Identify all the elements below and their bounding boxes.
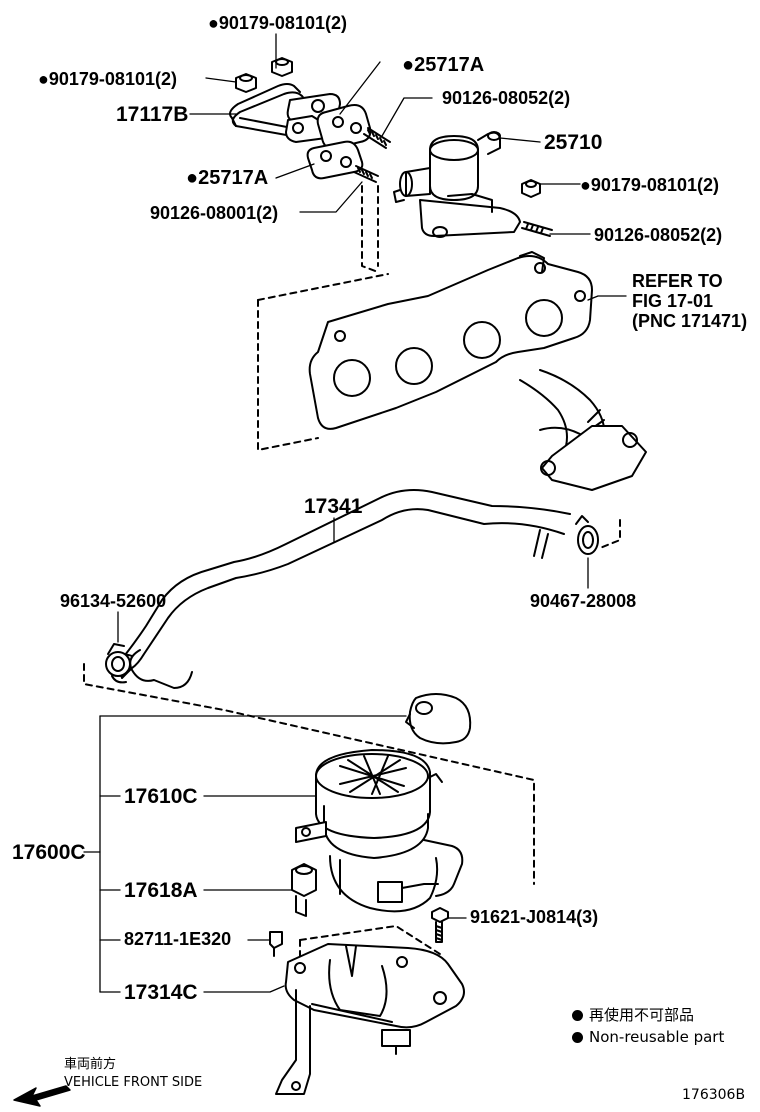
bolt-91621-j0814 [432, 908, 448, 942]
part-label-17117b: 17117B [116, 104, 188, 125]
air-switching-valve-25710 [394, 132, 520, 237]
part-label-17314c: 17314C [124, 982, 198, 1003]
front-label-en: VEHICLE FRONT SIDE [64, 1076, 202, 1089]
bracket-17314c [276, 944, 464, 1094]
front-arrow [14, 1086, 70, 1106]
legend-dot-icon [572, 1010, 583, 1021]
legend-en-text: Non-reusable part [589, 1028, 724, 1046]
part-label-90179-08101-left: ●90179-08101(2) [38, 70, 177, 88]
part-label-96134-52600: 96134-52600 [60, 592, 166, 610]
plug-17618a [292, 864, 316, 916]
part-label-90467-28008: 90467-28008 [530, 592, 636, 610]
front-label-jp: 車両前方 [64, 1058, 116, 1071]
part-label-82711-1e320: 82711-1E320 [124, 930, 231, 948]
part-label-25717a-upper: ●25717A [402, 55, 484, 75]
stud-90126-08052-lower [522, 222, 552, 236]
part-label-25710: 25710 [544, 132, 602, 153]
part-label-17610c: 17610C [124, 786, 198, 807]
part-label-90126-08052-upper: 90126-08052(2) [442, 89, 570, 107]
part-label-17600c: 17600C [12, 842, 86, 863]
part-label-90179-08101-right: ●90179-08101(2) [580, 176, 719, 194]
clamp-96134-52600 [106, 644, 130, 676]
part-label-90126-08052-lower: 90126-08052(2) [594, 226, 722, 244]
nut-right [522, 180, 540, 197]
air-filter-cap [406, 694, 470, 743]
legend-en: Non-reusable part [572, 1030, 724, 1045]
clip-82711-1e320 [270, 932, 282, 956]
part-label-17341: 17341 [304, 496, 362, 517]
nut-top [272, 58, 292, 76]
part-label-17618a: 17618A [124, 880, 198, 901]
clamp-90467-28008 [576, 516, 598, 554]
part-label-90126-08001: 90126-08001(2) [150, 204, 278, 222]
stud-90126-08001 [354, 166, 378, 182]
exhaust-manifold [310, 252, 646, 490]
refer-line3: (PNC 171471) [632, 312, 747, 330]
legend-jp: 再使用不可部品 [572, 1008, 694, 1023]
refer-line1: REFER TO [632, 272, 723, 290]
hose-17341 [112, 490, 570, 688]
air-pump-17610c [296, 750, 462, 911]
legend-jp-text: 再使用不可部品 [589, 1006, 694, 1024]
refer-line2: FIG 17-01 [632, 292, 713, 310]
legend-dot-icon [572, 1032, 583, 1043]
diagram-code: 176306B [682, 1088, 745, 1102]
part-label-90179-08101-top: ●90179-08101(2) [208, 14, 347, 32]
part-label-25717a-lower: ●25717A [186, 168, 268, 188]
nut-left [236, 74, 256, 92]
part-label-91621-j0814: 91621-J0814(3) [470, 908, 598, 926]
